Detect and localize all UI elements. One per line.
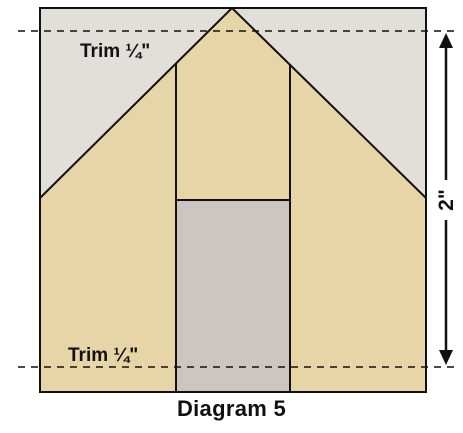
block-border bbox=[39, 7, 427, 393]
dimension-arrow-down-icon bbox=[439, 350, 453, 365]
dimension-label-gap bbox=[434, 180, 458, 220]
bottom-trim-label: Trim ¼" bbox=[68, 345, 138, 366]
dimension-arrow-up-icon bbox=[439, 33, 453, 48]
door bbox=[175, 199, 291, 393]
dimension-label: 2" bbox=[435, 189, 458, 211]
top-trim-label: Trim ¼" bbox=[80, 41, 150, 62]
diagram-caption: Diagram 5 bbox=[176, 396, 287, 421]
